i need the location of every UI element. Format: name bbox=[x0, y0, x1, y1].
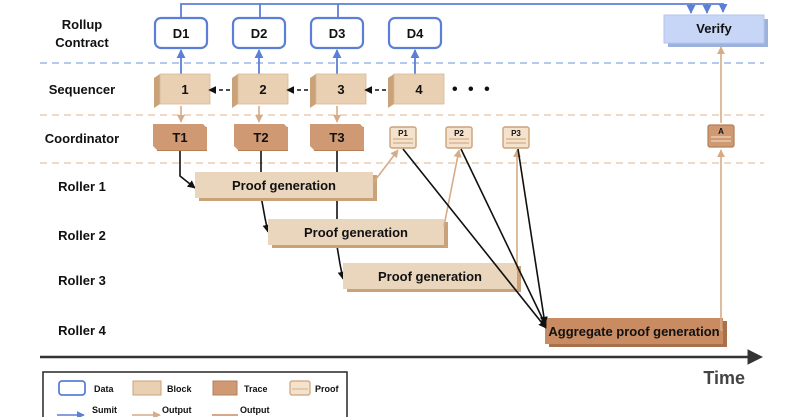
data-box-d2: D2 bbox=[231, 16, 287, 50]
aggregate-to-a-arrow bbox=[717, 149, 725, 331]
block-4: 4 bbox=[388, 73, 445, 108]
block-2-label: 2 bbox=[259, 82, 266, 97]
submit-bus-line bbox=[180, 3, 728, 18]
proof-p2-label: P2 bbox=[454, 129, 464, 138]
trace1-to-roller1-arrow bbox=[179, 151, 196, 189]
legend: Data Block Trace Proof Sumit Output Outp… bbox=[42, 371, 348, 417]
block-1: 1 bbox=[154, 73, 211, 108]
proof-p3: P3 bbox=[502, 126, 530, 149]
aggregate-proof-a-label: A bbox=[718, 127, 724, 136]
trace-t3-label: T3 bbox=[329, 130, 344, 145]
p2-to-aggregate-arrow bbox=[460, 148, 547, 327]
legend-item-submit: Sumit bbox=[57, 405, 117, 417]
legend-item-proof: Proof bbox=[289, 380, 340, 396]
data-box-d1: D1 bbox=[153, 16, 209, 50]
lane-label-sequencer: Sequencer bbox=[49, 82, 115, 97]
aggregate-proof-a: A bbox=[707, 124, 735, 148]
proof-p2: P2 bbox=[445, 126, 473, 149]
lane-label-coordinator: Coordinator bbox=[45, 131, 119, 146]
legend-item-trace: Trace bbox=[212, 380, 268, 396]
legend-block-label: Block bbox=[167, 384, 193, 394]
trace-t1: T1 bbox=[153, 124, 207, 151]
proof-p3-label: P3 bbox=[511, 129, 521, 138]
legend-proof-label: Proof bbox=[315, 384, 340, 394]
block-3: 3 bbox=[310, 73, 367, 108]
data-box-d4-label: D4 bbox=[407, 26, 424, 41]
trace-t2: T2 bbox=[234, 124, 288, 151]
lane-label-rollup-contract-line1: Rollup bbox=[62, 17, 102, 32]
roller4-aggregate-proof-generation: Aggregate proof generation bbox=[545, 318, 727, 347]
verify-label: Verify bbox=[696, 21, 732, 36]
lane-label-roller-2: Roller 2 bbox=[58, 228, 106, 243]
roller2-generation-label: Proof generation bbox=[304, 225, 408, 240]
p1-to-aggregate-arrow bbox=[402, 148, 547, 329]
verify-box: Verify bbox=[663, 14, 768, 47]
roller1-generation-label: Proof generation bbox=[232, 178, 336, 193]
legend-item-block: Block bbox=[132, 380, 193, 396]
roller4-generation-label: Aggregate proof generation bbox=[548, 324, 719, 339]
legend-output2-label: Output bbox=[240, 405, 270, 415]
roller1-proof-generation: Proof generation bbox=[195, 172, 377, 201]
proof-p1-label: P1 bbox=[398, 129, 408, 138]
legend-trace-label: Trace bbox=[244, 384, 268, 394]
roller3-generation-label: Proof generation bbox=[378, 269, 482, 284]
data-box-d3: D3 bbox=[309, 16, 365, 50]
legend-submit-label: Sumit bbox=[92, 405, 117, 415]
lane-label-roller-3: Roller 3 bbox=[58, 273, 106, 288]
legend-data-label: Data bbox=[94, 384, 115, 394]
data-box-d4: D4 bbox=[387, 16, 443, 50]
lane-label-roller-4: Roller 4 bbox=[58, 323, 106, 338]
trace-t2-label: T2 bbox=[253, 130, 268, 145]
generation2-to-p2-arrow bbox=[443, 149, 462, 227]
trace-t3: T3 bbox=[310, 124, 364, 151]
roller2-proof-generation: Proof generation bbox=[268, 219, 448, 248]
trace-t1-label: T1 bbox=[172, 130, 187, 145]
legend-item-data: Data bbox=[58, 380, 115, 396]
generation1-to-p1-arrow bbox=[372, 149, 399, 184]
data-box-d1-label: D1 bbox=[173, 26, 190, 41]
p3-to-aggregate-arrow bbox=[517, 148, 548, 325]
lane-label-rollup-contract-line2: Contract bbox=[55, 35, 109, 50]
legend-item-output-tan: Output bbox=[132, 405, 192, 417]
data-box-d2-label: D2 bbox=[251, 26, 268, 41]
data-box-d3-label: D3 bbox=[329, 26, 346, 41]
block-2: 2 bbox=[232, 73, 289, 108]
lane-label-roller-1: Roller 1 bbox=[58, 179, 106, 194]
legend-item-output-dark: Output bbox=[212, 405, 270, 416]
proof-p1: P1 bbox=[389, 126, 417, 149]
block-4-label: 4 bbox=[415, 82, 423, 97]
time-axis-label: Time bbox=[703, 368, 745, 388]
legend-output1-label: Output bbox=[162, 405, 192, 415]
block-3-label: 3 bbox=[337, 82, 344, 97]
block-1-label: 1 bbox=[181, 82, 188, 97]
trace3-to-roller3-arrow bbox=[336, 151, 346, 280]
roller3-proof-generation: Proof generation bbox=[343, 263, 521, 292]
more-blocks-ellipsis: • • • bbox=[452, 81, 493, 98]
